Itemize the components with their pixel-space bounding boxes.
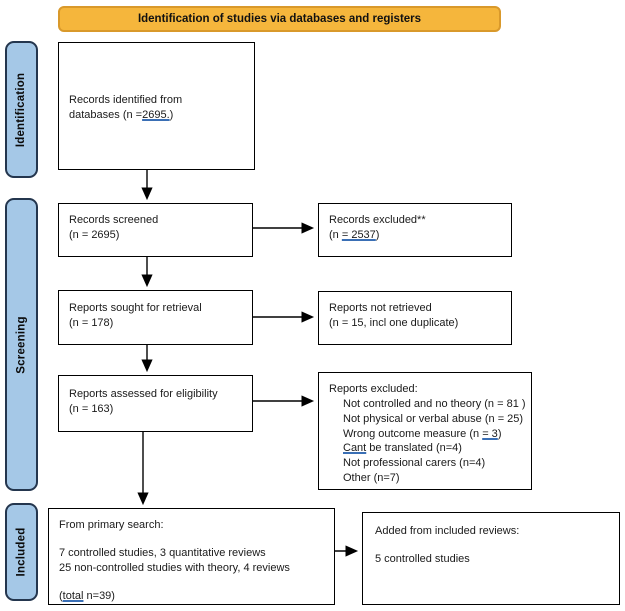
records-identified-line2: databases (n =2695.) [69,108,246,123]
spacer [59,533,326,546]
reports-excluded-item-3-suffix: ) [497,427,502,440]
reports-excluded-item-3-prefix: Wrong outcome measure (n [343,427,483,440]
reports-not-retrieved-line1: Reports not retrieved [329,302,432,314]
records-screened-line1: Records screened [69,214,159,226]
phase-label-included-text: Included [15,527,28,577]
reports-excluded-item-4: Cant be translated (n=4) [329,441,523,456]
reports-assessed-line2: (n = 163) [69,402,114,415]
reports-excluded-item-4-suffix: be translated (n=4) [366,442,462,455]
primary-search-total-suffix: n=39) [83,589,115,602]
primary-search-line1: From primary search: [59,519,164,531]
records-excluded-n-suffix: ) [375,228,380,241]
records-excluded-n-value: = 2537 [341,228,376,241]
records-identified-n-suffix: ) [169,108,174,121]
primary-search-total-underlined: total [62,589,84,602]
records-excluded-line2: (n = 2537) [329,228,503,243]
box-reports-not-retrieved: Reports not retrieved (n = 15, incl one … [318,291,512,345]
reports-not-retrieved-line2: (n = 15, incl one duplicate) [329,316,459,329]
reports-excluded-item-5: Not professional carers (n=4) [343,457,486,470]
reports-excluded-item-2: Not physical or verbal abuse (n = 25) [343,412,524,425]
records-identified-line1: Records identified from [69,94,183,106]
box-records-excluded: Records excluded** (n = 2537) [318,203,512,257]
primary-search-line2: 7 controlled studies, 3 quantitative rev… [59,546,266,559]
phase-label-included: Included [5,503,38,601]
phase-label-identification: Identification [5,41,38,178]
primary-search-line4: (total n=39) [59,589,326,604]
diagram-title-banner: Identification of studies via databases … [58,6,501,32]
phase-label-screening: Screening [5,198,38,491]
box-records-screened: Records screened (n = 2695) [58,203,253,257]
reports-excluded-item-3: Wrong outcome measure (n = 3) [329,427,523,442]
added-reviews-line2: 5 controlled studies [375,552,470,565]
added-reviews-line1: Added from included reviews: [375,525,520,537]
records-identified-n-prefix: databases (n = [69,108,143,121]
reports-excluded-title: Reports excluded: [329,383,418,395]
diagram-title: Identification of studies via databases … [137,13,422,25]
spacer [375,539,611,552]
box-reports-sought: Reports sought for retrieval (n = 178) [58,290,253,345]
phase-label-screening-text: Screening [15,315,28,374]
reports-sought-line1: Reports sought for retrieval [69,302,202,314]
box-records-identified: Records identified from databases (n =26… [58,42,255,170]
reports-excluded-item-1: Not controlled and no theory (n = 81 ) [343,397,526,410]
records-identified-n-value: 2695. [142,108,170,121]
reports-excluded-item-4-underlined: Cant [343,442,367,455]
records-excluded-line1: Records excluded** [329,214,426,226]
records-screened-line2: (n = 2695) [69,228,120,241]
phase-label-identification-text: Identification [15,72,28,147]
records-excluded-n-prefix: (n [329,228,342,241]
reports-sought-line2: (n = 178) [69,316,114,329]
box-reports-excluded: Reports excluded: Not controlled and no … [318,372,532,490]
reports-assessed-line1: Reports assessed for eligibility [69,388,218,400]
reports-excluded-item-6: Other (n=7) [343,472,400,485]
primary-search-total-prefix: ( [59,589,63,602]
box-primary-search: From primary search: 7 controlled studie… [48,508,335,605]
box-added-reviews: Added from included reviews: 5 controlle… [362,512,620,605]
box-reports-assessed: Reports assessed for eligibility (n = 16… [58,375,253,432]
spacer [59,576,326,589]
reports-excluded-item-3-value: = 3 [482,427,498,440]
primary-search-line3: 25 non-controlled studies with theory, 4… [59,561,290,574]
